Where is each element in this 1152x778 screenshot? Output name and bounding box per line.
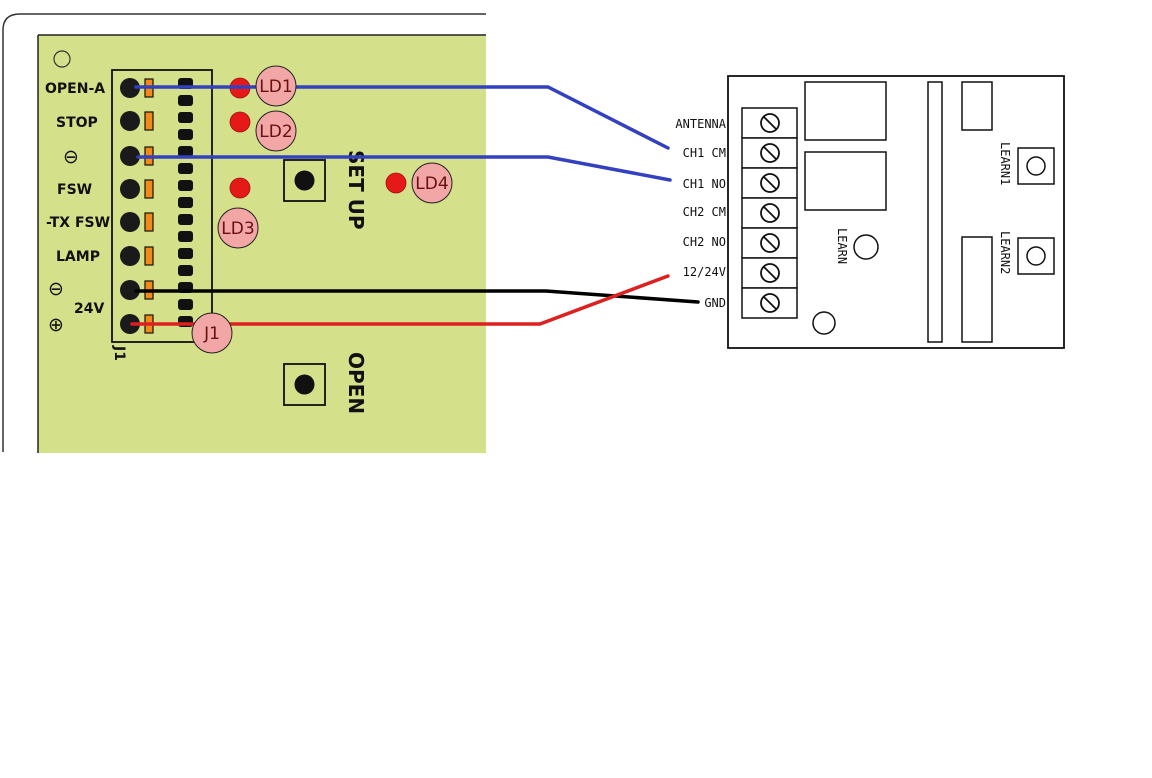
svg-text:LD1: LD1 [259,77,292,97]
learn-led [853,234,879,260]
svg-text:LD3: LD3 [221,219,254,239]
receiver-label-antenna: ANTENNA [675,117,726,131]
terminal-block-j1 [111,69,213,343]
j1-terminal [120,111,154,131]
wire-blue-minus [136,155,672,182]
led-3 [229,177,251,199]
screw-terminal [741,227,798,259]
receiver-label-ch1-cm: CH1 CM [683,146,726,160]
terminal-label-minus-24v: ⊖ [48,278,64,300]
screw-terminal [741,257,798,289]
connector-pin [178,129,193,140]
led-4 [385,172,407,194]
relay-2 [804,151,887,211]
badge-ld1: LD1 [255,65,297,107]
badge-ld3: LD3 [217,207,259,249]
connector-pin [178,197,193,208]
component-top [961,81,993,131]
badges: LD1 LD2 LD3 LD4 J1 [191,65,453,354]
open-button[interactable] [283,363,326,406]
svg-text:LD4: LD4 [415,174,448,194]
controller-board: OPEN-A STOP ⊖ FSW -TX FSW LAMP ⊖ 24V ⊕ J… [2,13,486,453]
connector-pin [178,180,193,191]
badge-j1: J1 [191,312,233,354]
learn2-label: LEARN2 [998,231,1012,274]
svg-text:J1: J1 [203,324,220,344]
connector-pin [178,95,193,106]
j1-terminal [120,246,154,266]
screw-terminal [741,107,798,139]
connector-pin [178,248,193,259]
connector-pin [178,299,193,310]
connector-label-j1: J1 [111,345,127,361]
receiver-label-ch1-no: CH1 NO [683,177,726,191]
receiver-board: LEARN1 LEARN2 LEARN ANTENNA CH1 CM CH1 N… [675,75,1065,349]
badge-ld2: LD2 [255,110,297,152]
antenna-strip [927,81,943,343]
connector-pin [178,265,193,276]
badge-ld4: LD4 [411,162,453,204]
terminal-label-plus: ⊕ [48,314,64,336]
screw-terminal [741,137,798,169]
terminal-label-lamp: LAMP [56,249,100,265]
j1-terminal [120,212,154,232]
terminal-label-fsw: FSW [57,182,92,198]
connector-pin [178,214,193,225]
setup-label: SET UP [344,150,368,230]
wire-red-24v [130,274,670,326]
screw-terminal [741,197,798,229]
screw-terminal-column [741,107,798,319]
learn-label: LEARN [835,228,849,264]
wire-black-gnd [134,289,700,304]
terminal-label-open-a: OPEN-A [45,81,105,97]
led-2 [229,111,251,133]
relay-1 [804,81,887,141]
component-bottom [961,236,993,343]
terminal-label-minus: ⊖ [63,146,79,168]
mount-hole-receiver [812,311,836,335]
learn1-button[interactable] [1017,147,1055,185]
open-label: OPEN [344,352,368,414]
terminal-label-24v: 24V [74,301,104,317]
learn2-button[interactable] [1017,237,1055,275]
learn1-label: LEARN1 [998,142,1012,185]
setup-button[interactable] [283,159,326,202]
terminal-label-stop: STOP [56,115,98,131]
connector-pin [178,112,193,123]
connector-pin [178,146,193,157]
svg-text:LD2: LD2 [259,122,292,142]
receiver-label-12-24v: 12/24V [683,265,726,279]
j1-terminal [120,179,154,199]
board-outline [2,13,486,452]
receiver-label-gnd: GND [704,296,726,310]
receiver-label-ch2-no: CH2 NO [683,235,726,249]
connector-pin [178,231,193,242]
screw-terminal [741,287,798,319]
terminal-label-tx-fsw: -TX FSW [46,215,110,231]
connector-pin [178,163,193,174]
mount-hole [53,50,71,68]
receiver-label-ch2-cm: CH2 CM [683,205,726,219]
screw-terminal [741,167,798,199]
